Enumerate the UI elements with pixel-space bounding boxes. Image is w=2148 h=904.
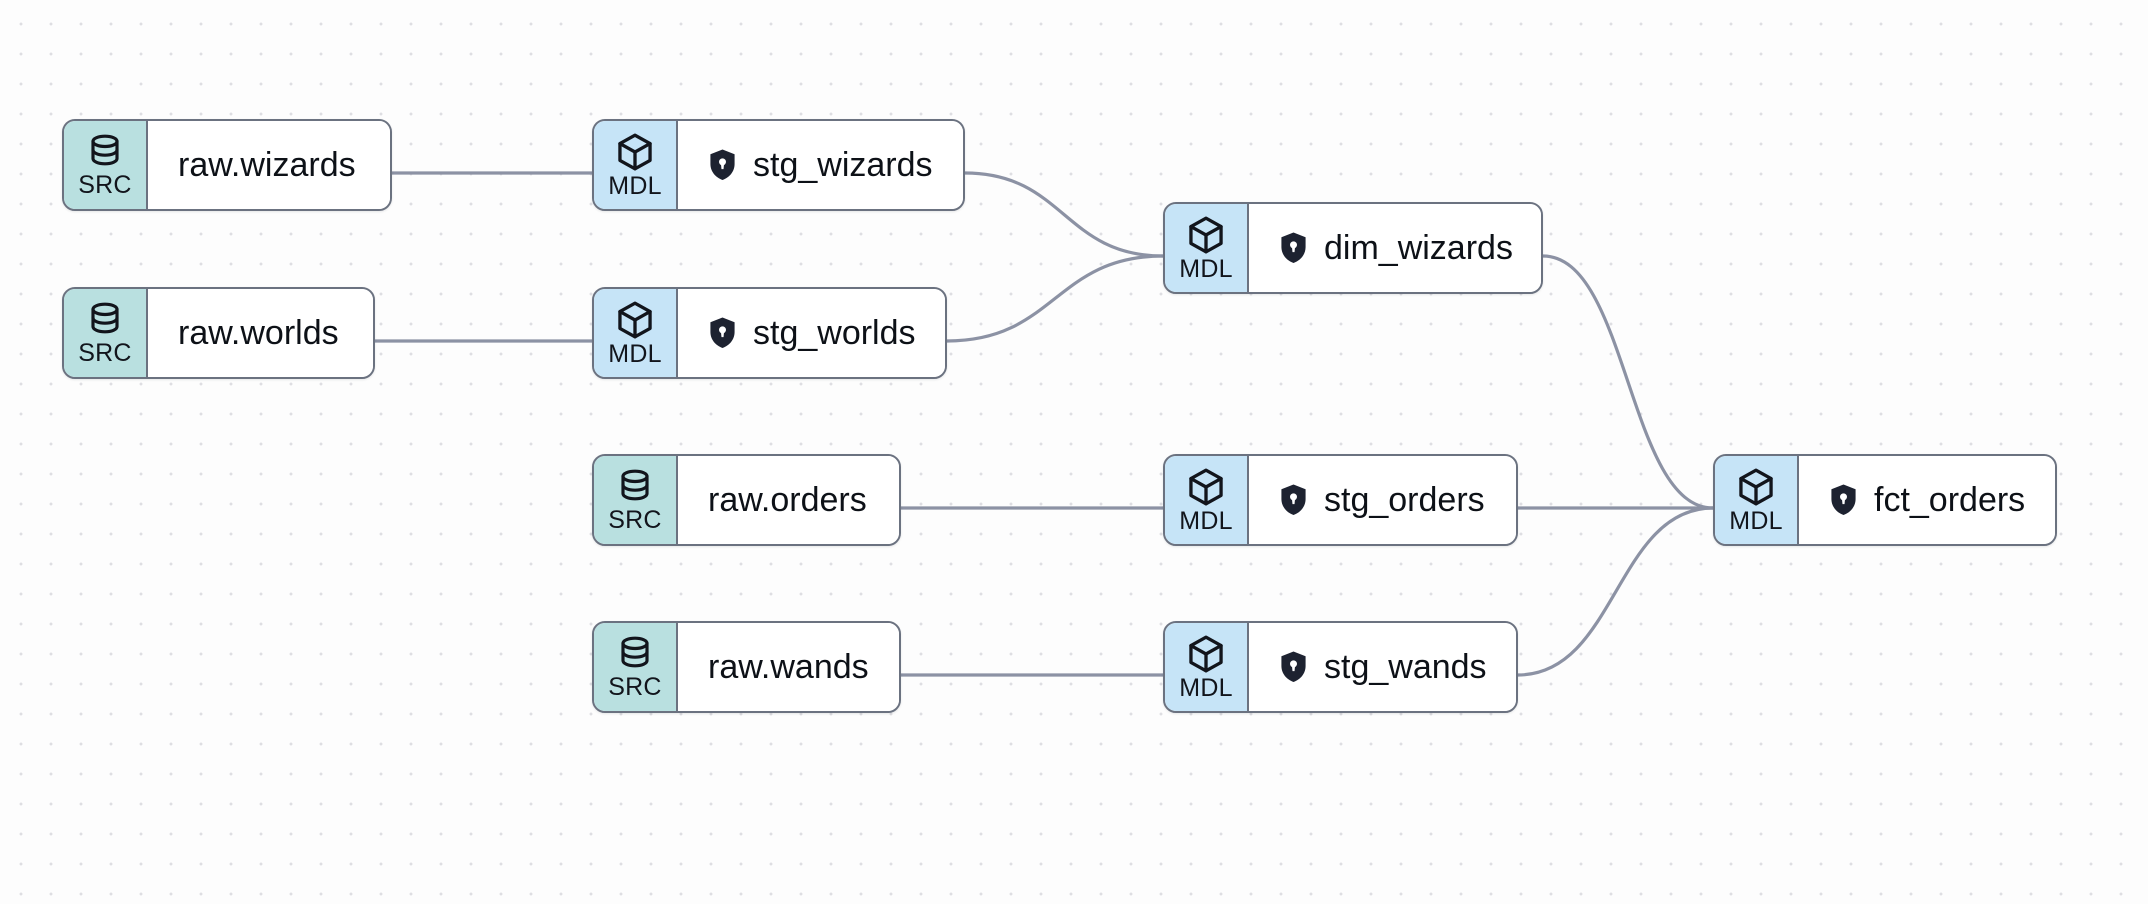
node-body-fct_orders: fct_orders [1799, 456, 2055, 544]
node-body-stg_wands: stg_wands [1249, 623, 1516, 711]
node-body-stg_worlds: stg_worlds [678, 289, 945, 377]
edge-stg_wands-to-fct_orders[interactable] [1516, 506, 1715, 677]
node-fct_orders[interactable]: MDL fct_orders [1713, 454, 2057, 546]
database-icon [621, 469, 649, 501]
node-body-stg_orders: stg_orders [1249, 456, 1516, 544]
cube-icon [1189, 635, 1223, 673]
cube-icon [1739, 468, 1773, 506]
node-label: fct_orders [1874, 481, 2026, 519]
node-badge-label: MDL [1179, 255, 1233, 283]
node-body-stg_wizards: stg_wizards [678, 121, 963, 209]
lock-shield-icon-wrap [1279, 483, 1308, 517]
database-icon [91, 134, 119, 166]
lock-shield-icon [1281, 232, 1306, 263]
node-badge-label: SRC [78, 339, 132, 367]
node-body-dim_wizards: dim_wizards [1249, 204, 1541, 292]
lock-shield-icon [710, 149, 735, 180]
cube-icon [618, 301, 652, 339]
edge-stg_worlds-to-dim_wizards[interactable] [945, 254, 1165, 343]
lock-shield-icon-wrap [1829, 483, 1858, 517]
node-raw_wizards[interactable]: SRC raw.wizards [62, 119, 392, 211]
node-badge-label: MDL [608, 340, 662, 368]
cube-icon [1189, 468, 1223, 506]
node-badge-label: SRC [608, 673, 662, 701]
node-label: raw.wizards [178, 146, 356, 184]
node-raw_orders[interactable]: SRC raw.orders [592, 454, 901, 546]
node-badge-stg_wizards: MDL [594, 121, 678, 209]
node-label: dim_wizards [1324, 229, 1513, 267]
node-badge-label: MDL [1179, 674, 1233, 702]
node-raw_wands[interactable]: SRC raw.wands [592, 621, 901, 713]
database-icon [621, 636, 649, 668]
lock-shield-icon [1281, 651, 1306, 682]
node-badge-raw_orders: SRC [594, 456, 678, 544]
node-stg_wizards[interactable]: MDL stg_wizards [592, 119, 965, 211]
node-badge-stg_wands: MDL [1165, 623, 1249, 711]
node-label: stg_worlds [753, 314, 916, 352]
lock-shield-icon-wrap [708, 316, 737, 350]
node-stg_wands[interactable]: MDL stg_wands [1163, 621, 1518, 713]
node-body-raw_orders: raw.orders [678, 456, 899, 544]
node-label: raw.orders [708, 481, 867, 519]
cube-icon [1189, 216, 1223, 254]
node-badge-raw_wands: SRC [594, 623, 678, 711]
node-badge-label: MDL [608, 172, 662, 200]
lock-shield-icon [1831, 484, 1856, 515]
node-badge-fct_orders: MDL [1715, 456, 1799, 544]
node-label: raw.worlds [178, 314, 339, 352]
node-stg_orders[interactable]: MDL stg_orders [1163, 454, 1518, 546]
node-badge-label: MDL [1179, 507, 1233, 535]
node-stg_worlds[interactable]: MDL stg_worlds [592, 287, 947, 379]
node-body-raw_wizards: raw.wizards [148, 121, 390, 209]
node-dim_wizards[interactable]: MDL dim_wizards [1163, 202, 1543, 294]
lock-shield-icon-wrap [1279, 650, 1308, 684]
node-badge-dim_wizards: MDL [1165, 204, 1249, 292]
database-icon [91, 302, 119, 334]
node-badge-label: MDL [1729, 507, 1783, 535]
lock-shield-icon-wrap [708, 148, 737, 182]
node-body-raw_worlds: raw.worlds [148, 289, 373, 377]
edge-dim_wizards-to-fct_orders[interactable] [1541, 254, 1715, 510]
node-badge-stg_orders: MDL [1165, 456, 1249, 544]
node-badge-label: SRC [78, 171, 132, 199]
node-badge-label: SRC [608, 506, 662, 534]
edge-stg_wizards-to-dim_wizards[interactable] [963, 171, 1165, 258]
cube-icon [618, 133, 652, 171]
lock-shield-icon-wrap [1279, 231, 1308, 265]
node-label: stg_orders [1324, 481, 1485, 519]
node-body-raw_wands: raw.wands [678, 623, 899, 711]
node-label: raw.wands [708, 648, 869, 686]
node-badge-raw_worlds: SRC [64, 289, 148, 377]
node-label: stg_wizards [753, 146, 933, 184]
lock-shield-icon [710, 317, 735, 348]
node-raw_worlds[interactable]: SRC raw.worlds [62, 287, 375, 379]
lock-shield-icon [1281, 484, 1306, 515]
node-badge-raw_wizards: SRC [64, 121, 148, 209]
node-badge-stg_worlds: MDL [594, 289, 678, 377]
node-label: stg_wands [1324, 648, 1487, 686]
